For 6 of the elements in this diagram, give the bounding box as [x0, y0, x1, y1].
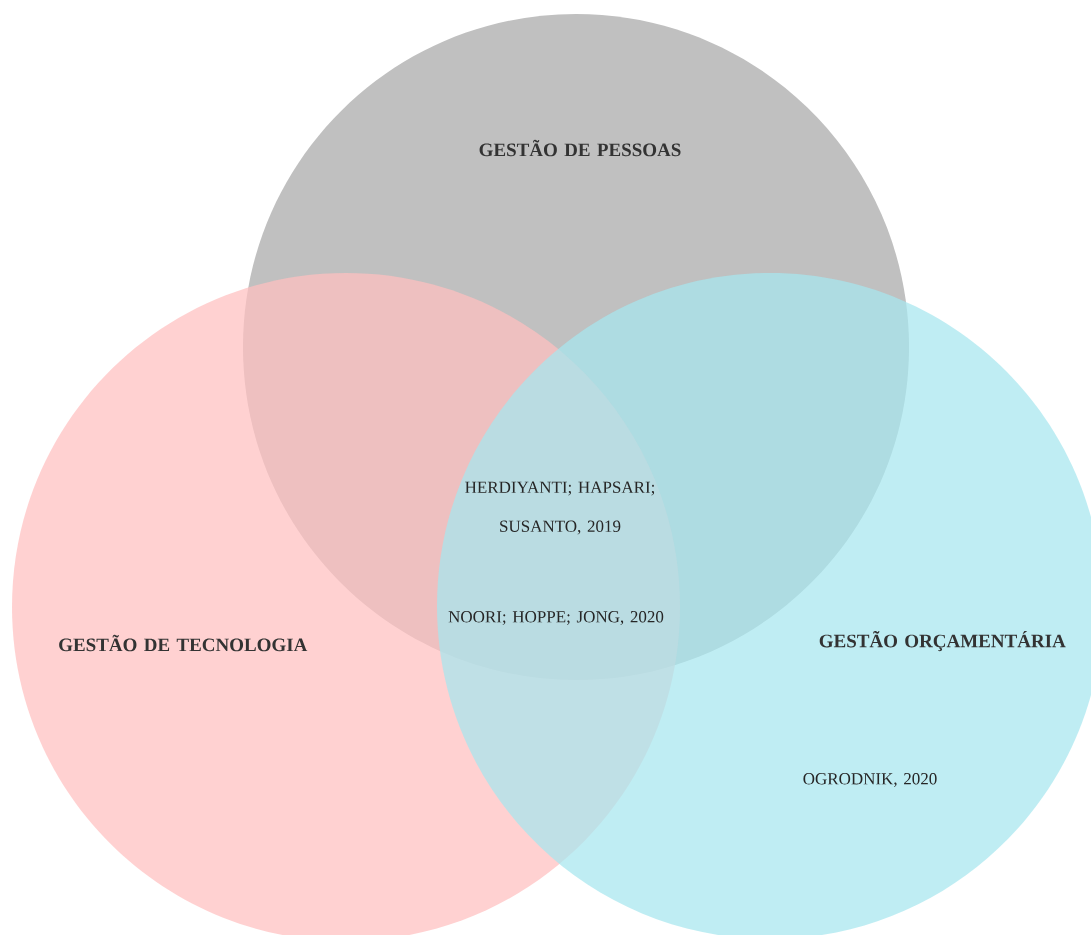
circle-heading: GESTÃO DE TECNOLOGIA	[59, 634, 308, 652]
citation-text: OGRODNIK, 2020	[803, 773, 937, 787]
circle-heading: GESTÃO ORÇAMENTÁRIA	[819, 630, 1066, 652]
circle-heading: GESTÃO DE PESSOAS	[479, 139, 681, 157]
citation-text: NOORI; HOPPE; JONG, 2020	[448, 611, 664, 625]
citation-text: HERDIYANTI; HAPSARI; SUSANTO, 2019	[465, 481, 655, 535]
